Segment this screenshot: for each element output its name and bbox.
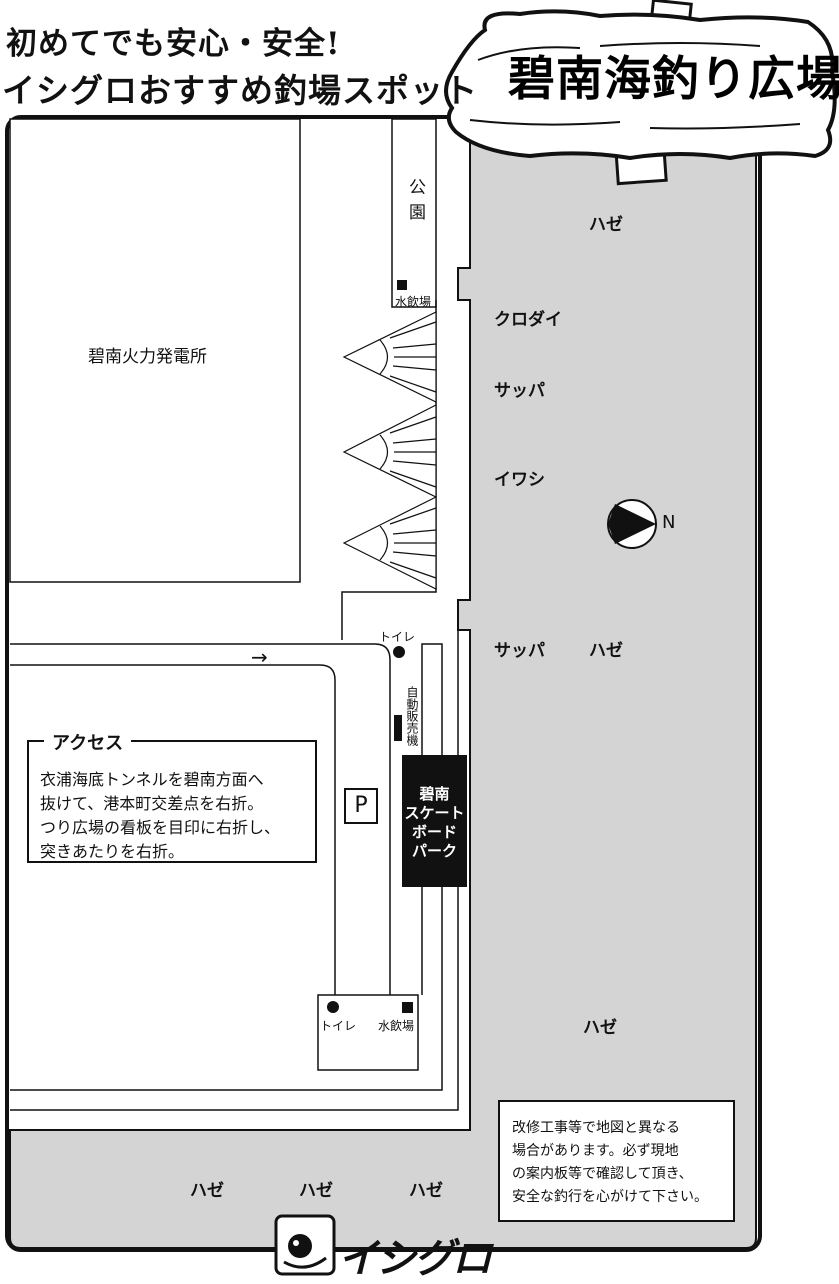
- access-box: [27, 740, 317, 863]
- skatepark-block: 碧南 スケート ボード パーク: [402, 755, 467, 887]
- fish-label-kurodai: クロダイ: [494, 310, 562, 330]
- access-line: 抜けて、港本町交差点を右折。: [40, 794, 264, 813]
- logo-mascot-icon: [274, 1214, 336, 1276]
- fish-label-haze: ハゼ: [299, 1181, 333, 1201]
- toilet-marker-bottom: [327, 1001, 339, 1013]
- skatepark-line: スケート: [404, 804, 465, 822]
- fish-label-haze: ハゼ: [190, 1181, 224, 1201]
- park-label: 公園: [405, 178, 425, 228]
- access-title: アクセス: [44, 729, 132, 755]
- power-plant-label: 碧南火力発電所: [88, 347, 207, 367]
- fish-label-haze: ハゼ: [589, 641, 623, 661]
- fish-label-sappa: サッパ: [494, 381, 545, 401]
- access-line: 衣浦海底トンネルを碧南方面へ: [40, 770, 264, 789]
- sign-title: 碧南海釣り広場: [508, 52, 839, 107]
- access-line: つり広場の看板を目印に右折し、: [40, 818, 281, 837]
- toilet-label-top: トイレ: [379, 630, 416, 644]
- park-block: [391, 118, 437, 308]
- fountain-marker-bottom: [402, 1002, 413, 1013]
- access-line: 突きあたりを右折。: [40, 842, 185, 861]
- parking-icon: P: [344, 788, 378, 824]
- notice-line: 安全な釣行を心がけて下さい。: [512, 1189, 708, 1205]
- sign-board: [444, 0, 837, 186]
- skatepark-line: パーク: [411, 842, 457, 860]
- direction-arrow-icon: →: [251, 645, 268, 669]
- compass-label: N: [662, 512, 676, 533]
- toilet-marker-top: [393, 646, 405, 658]
- notice-box: [498, 1100, 735, 1222]
- header-subtitle: イシグロおすすめ釣場スポット: [2, 71, 478, 110]
- fish-label-haze: ハゼ: [583, 1018, 617, 1038]
- logo-text: イシグロ: [338, 1236, 492, 1282]
- jetty-3: [342, 496, 437, 590]
- fish-label-haze: ハゼ: [409, 1181, 443, 1201]
- jetty-1: [342, 311, 437, 403]
- vending-marker: [394, 715, 402, 741]
- notice-line: の案内板等で確認して頂き、: [512, 1166, 693, 1182]
- compass-icon: [607, 499, 657, 549]
- sea-area: [9, 118, 757, 1249]
- notice-line: 場合があります。必ず現地: [512, 1143, 679, 1159]
- header-tagline: 初めてでも安心・安全!: [6, 26, 341, 62]
- fish-label-haze: ハゼ: [589, 215, 623, 235]
- fountain-label-bottom: 水飲場: [378, 1019, 415, 1033]
- fish-label-sappa: サッパ: [494, 641, 545, 661]
- fish-label-iwashi: イワシ: [494, 470, 545, 490]
- notice-line: 改修工事等で地図と異なる: [512, 1120, 680, 1136]
- skatepark-line: 碧南: [419, 785, 450, 803]
- fountain-marker-top: [397, 280, 407, 290]
- power-plant-block: [9, 118, 301, 583]
- skatepark-line: ボード: [411, 823, 457, 841]
- fountain-label-top: 水飲場: [395, 295, 432, 309]
- toilet-label-bottom: トイレ: [320, 1019, 357, 1033]
- vending-label: 自動販売機: [405, 686, 419, 746]
- jetty-2: [342, 404, 437, 498]
